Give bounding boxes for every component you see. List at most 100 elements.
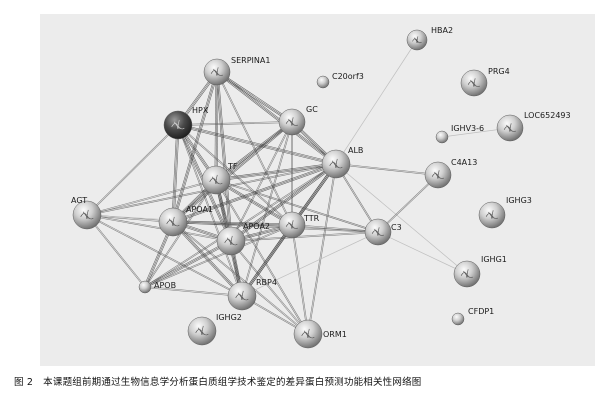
- edge-AGT-APOB: [86, 214, 146, 288]
- structure-sketch: [210, 67, 224, 76]
- node-hpx[interactable]: HPX: [163, 106, 209, 140]
- edge-line: [231, 240, 309, 334]
- node-ighg2[interactable]: IGHG2: [187, 313, 242, 346]
- edge-line: [215, 72, 231, 242]
- edge-SERPINA1-TF: [214, 71, 219, 181]
- edge-line: [145, 286, 243, 296]
- edge-line: [177, 124, 337, 165]
- edge-line: [216, 71, 232, 242]
- edge-HPX-RBP4: [177, 124, 243, 297]
- edge-line: [87, 214, 232, 241]
- edge-line: [172, 120, 292, 222]
- edge-line: [87, 125, 179, 216]
- node-rbp4[interactable]: RBP4: [227, 278, 277, 311]
- node-label-apob: APOB: [154, 281, 176, 290]
- node-label-c20orf3: C20orf3: [332, 72, 364, 81]
- edge-line: [292, 224, 309, 334]
- node-tf[interactable]: TF: [201, 162, 238, 195]
- edge-line: [216, 71, 337, 165]
- node-serpina1[interactable]: SERPINA1: [203, 56, 270, 86]
- edge-line: [241, 224, 293, 297]
- node-label-apoa2: APOA2: [243, 222, 270, 231]
- node-hba2[interactable]: HBA2: [406, 26, 453, 51]
- node-label-cfdp1: CFDP1: [468, 307, 494, 316]
- edge-line: [216, 72, 219, 181]
- edge-APOA1-ORM1: [172, 221, 309, 335]
- structure-sketch: [503, 123, 517, 132]
- structure-sketch: [485, 210, 499, 219]
- edge-line: [231, 232, 379, 242]
- edge-line: [308, 164, 337, 335]
- edge-line: [86, 179, 216, 215]
- edge-line: [177, 121, 292, 125]
- edge-line: [241, 231, 379, 297]
- edge-line: [336, 163, 439, 175]
- edge-HPX-APOA1: [171, 124, 180, 223]
- figure-number: 图 2: [14, 377, 34, 388]
- node-prg4[interactable]: PRG4: [460, 67, 510, 97]
- edge-line: [144, 287, 242, 297]
- node-label-ttr: TTR: [303, 214, 320, 223]
- protein-node-circle[interactable]: [435, 130, 449, 144]
- node-agt[interactable]: AGT: [71, 196, 102, 230]
- structure-sketch: [195, 325, 209, 336]
- edge-line: [86, 124, 178, 215]
- edge-line: [215, 120, 292, 180]
- edge-line: [230, 231, 378, 241]
- edge-line: [172, 121, 293, 223]
- structure-sketch: [235, 290, 249, 301]
- edge-line: [291, 225, 378, 233]
- edge-line: [173, 221, 309, 334]
- edge-line: [378, 175, 439, 233]
- node-orm1[interactable]: ORM1: [293, 319, 347, 349]
- edge-line: [173, 164, 337, 224]
- edge-ALB-ORM1: [307, 163, 337, 335]
- node-loc652493[interactable]: LOC652493: [496, 111, 571, 142]
- edge-TTR-ORM1: [291, 224, 309, 335]
- edge-TTR-APOB: [144, 224, 293, 288]
- edge-APOA1-RBP4: [171, 220, 244, 298]
- edge-line: [215, 71, 218, 181]
- edge-C3-C4A13: [377, 174, 439, 233]
- node-alb[interactable]: ALB: [321, 146, 363, 179]
- node-ighv3-6[interactable]: IGHV3-6: [435, 124, 484, 144]
- protein-node-circle[interactable]: [316, 75, 330, 89]
- edge-line: [377, 174, 438, 232]
- node-gc[interactable]: GC: [278, 105, 318, 136]
- node-c20orf3[interactable]: C20orf3: [316, 72, 364, 89]
- node-c3[interactable]: C3: [364, 218, 402, 246]
- edge-SERPINA1-APOA1: [171, 71, 219, 223]
- edge-line: [335, 164, 438, 176]
- edge-line: [87, 214, 243, 296]
- node-apoa1[interactable]: APOA1: [158, 205, 213, 237]
- node-c4a13[interactable]: C4A13: [424, 158, 477, 189]
- edge-line: [178, 122, 293, 126]
- node-apoa2[interactable]: APOA2: [216, 222, 270, 256]
- edge-line: [173, 220, 293, 225]
- edge-line: [216, 179, 379, 232]
- edge-line: [172, 222, 308, 335]
- node-label-prg4: PRG4: [488, 67, 510, 76]
- node-apob[interactable]: APOB: [138, 280, 176, 294]
- edge-line: [177, 125, 242, 297]
- node-cfdp1[interactable]: CFDP1: [451, 307, 494, 326]
- edge-SERPINA1-APOA2: [215, 71, 233, 242]
- edge-HPX-GC: [177, 121, 293, 126]
- node-ighg1[interactable]: IGHG1: [453, 255, 507, 288]
- edge-line: [172, 124, 179, 223]
- edge-line: [216, 178, 293, 225]
- node-ttr[interactable]: TTR: [278, 211, 320, 239]
- edge-line: [178, 124, 293, 225]
- edge-APOB-RBP4: [144, 286, 243, 297]
- edge-line: [215, 162, 336, 180]
- edge-line: [216, 72, 336, 166]
- protein-node-circle[interactable]: [138, 280, 152, 294]
- node-label-rbp4: RBP4: [256, 278, 277, 287]
- edge-line: [215, 163, 337, 181]
- edge-line: [216, 164, 337, 182]
- protein-node-circle[interactable]: [451, 312, 465, 326]
- edge-line: [215, 179, 293, 226]
- node-ighg3[interactable]: IGHG3: [478, 196, 532, 229]
